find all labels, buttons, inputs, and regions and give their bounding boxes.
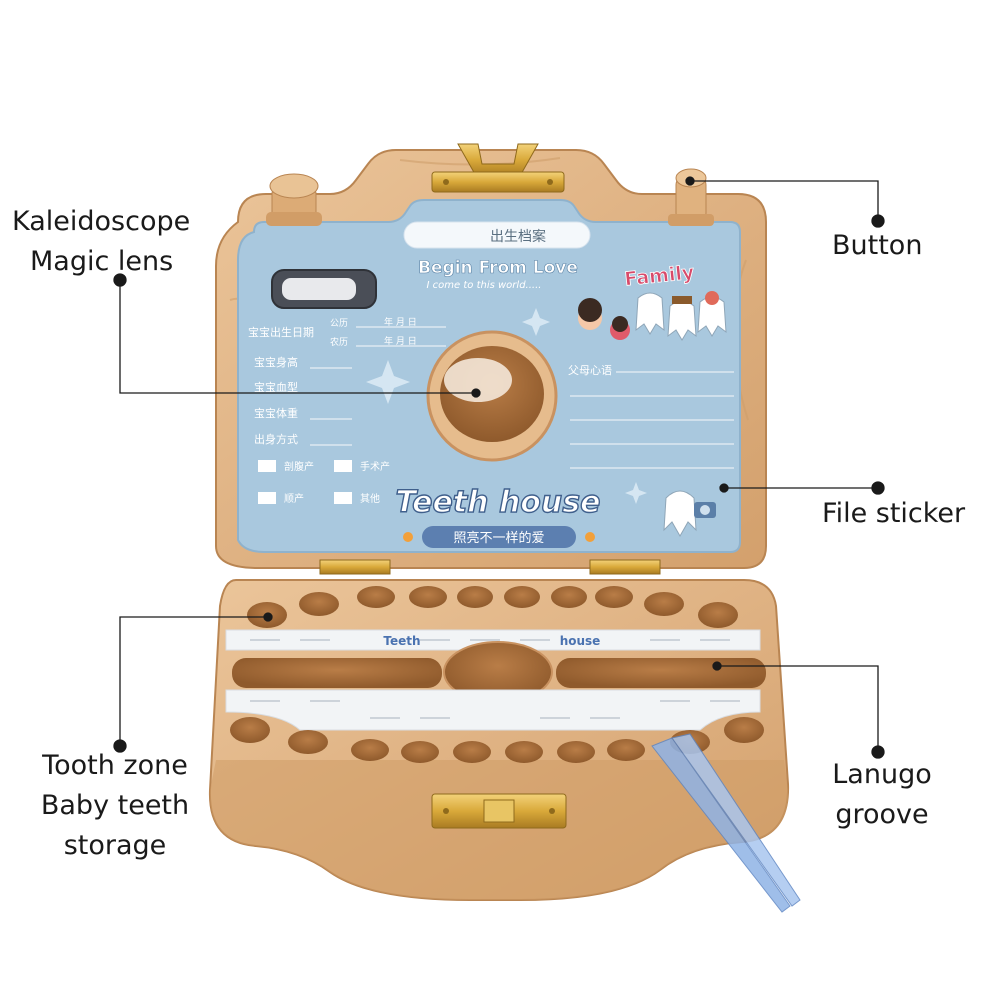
callout-tooth-zone-label: Tooth zone Baby teeth storage (20, 746, 210, 866)
card-heading: Begin From Love (418, 258, 578, 278)
date-format-solar: 年 月 日 (384, 316, 417, 328)
tweezers (651, 733, 801, 913)
callout-file-sticker-label: File sticker (822, 494, 965, 534)
birth-fields: 宝宝出生日期 宝宝身高 宝宝血型 宝宝体重 出身方式 公历 农历 年 月 日 年… (248, 316, 417, 446)
family-teeth-illustration (578, 291, 727, 341)
callout-line-file-sticker (719, 481, 885, 495)
flower-icon (403, 532, 413, 542)
field-birth-method: 出身方式 (254, 432, 298, 446)
box-lid: 出生档案 Begin From Love I come to this worl… (215, 143, 767, 575)
field-birthdate: 宝宝出生日期 (248, 325, 314, 339)
date-format-lunar: 年 月 日 (384, 335, 417, 347)
sparkle-icon (625, 482, 647, 504)
shutter-button (668, 168, 714, 226)
sparkle-icon (366, 360, 410, 404)
hinge (589, 559, 661, 575)
slogan: 照亮不一样的爱 (453, 530, 544, 546)
callout-lanugo-line2: groove (835, 799, 929, 830)
callout-line-lanugo (712, 661, 885, 759)
hinge (319, 559, 391, 575)
option-surgical: 手术产 (360, 460, 390, 473)
callout-kaleidoscope-line2: Magic lens (30, 246, 174, 277)
archive-title: 出生档案 (490, 228, 546, 245)
camera-tooth-icon (663, 490, 716, 538)
field-height: 宝宝身高 (254, 355, 298, 369)
option-natural: 顺产 (284, 492, 304, 505)
strip-word-teeth: Teeth (383, 634, 420, 648)
kaleidoscope-lens (426, 330, 558, 462)
sparkle-icon (522, 308, 550, 336)
field-bloodtype: 宝宝血型 (254, 380, 298, 394)
teeth-house-logo: Teeth house (396, 485, 601, 520)
callout-kaleidoscope-line1: Kaleidoscope (12, 206, 191, 237)
calendar-lunar: 农历 (330, 336, 348, 348)
calendar-solar: 公历 (330, 318, 348, 329)
callout-line-kaleidoscope (113, 273, 481, 398)
callout-lanugo-line1: Lanugo (832, 759, 932, 790)
birth-options: 剖腹产 手术产 顺产 其他 (258, 460, 390, 505)
option-cesarean: 剖腹产 (284, 460, 314, 473)
card-subheading: I come to this world..... (427, 280, 542, 291)
tooth-chart-strip-lower (225, 689, 761, 731)
callout-line-tooth-zone (113, 612, 273, 753)
callout-lines (113, 176, 885, 759)
option-other: 其他 (360, 492, 380, 505)
field-weight: 宝宝体重 (254, 406, 298, 420)
flower-icon (585, 532, 595, 542)
callout-lanugo-label: Lanugo groove (818, 755, 946, 835)
callout-kaleidoscope-label: Kaleidoscope Magic lens (12, 202, 190, 282)
callout-tooth-zone-line3: storage (63, 830, 167, 861)
callout-tooth-zone-line2: Baby teeth (40, 790, 190, 821)
front-brass-latch (431, 793, 567, 829)
callout-line-button (685, 176, 885, 228)
strip-word-house: house (560, 634, 601, 648)
top-brass-latch (431, 143, 565, 193)
callout-file-sticker-text: File sticker (822, 498, 966, 529)
kaleidoscope-knob (266, 173, 322, 226)
callout-button-text: Button (832, 230, 923, 261)
callout-tooth-zone-line1: Tooth zone (42, 750, 188, 781)
box-tray: Teeth house (208, 579, 801, 913)
parents-message-label: 父母心语 (568, 364, 612, 377)
callout-button-label: Button (832, 226, 922, 266)
